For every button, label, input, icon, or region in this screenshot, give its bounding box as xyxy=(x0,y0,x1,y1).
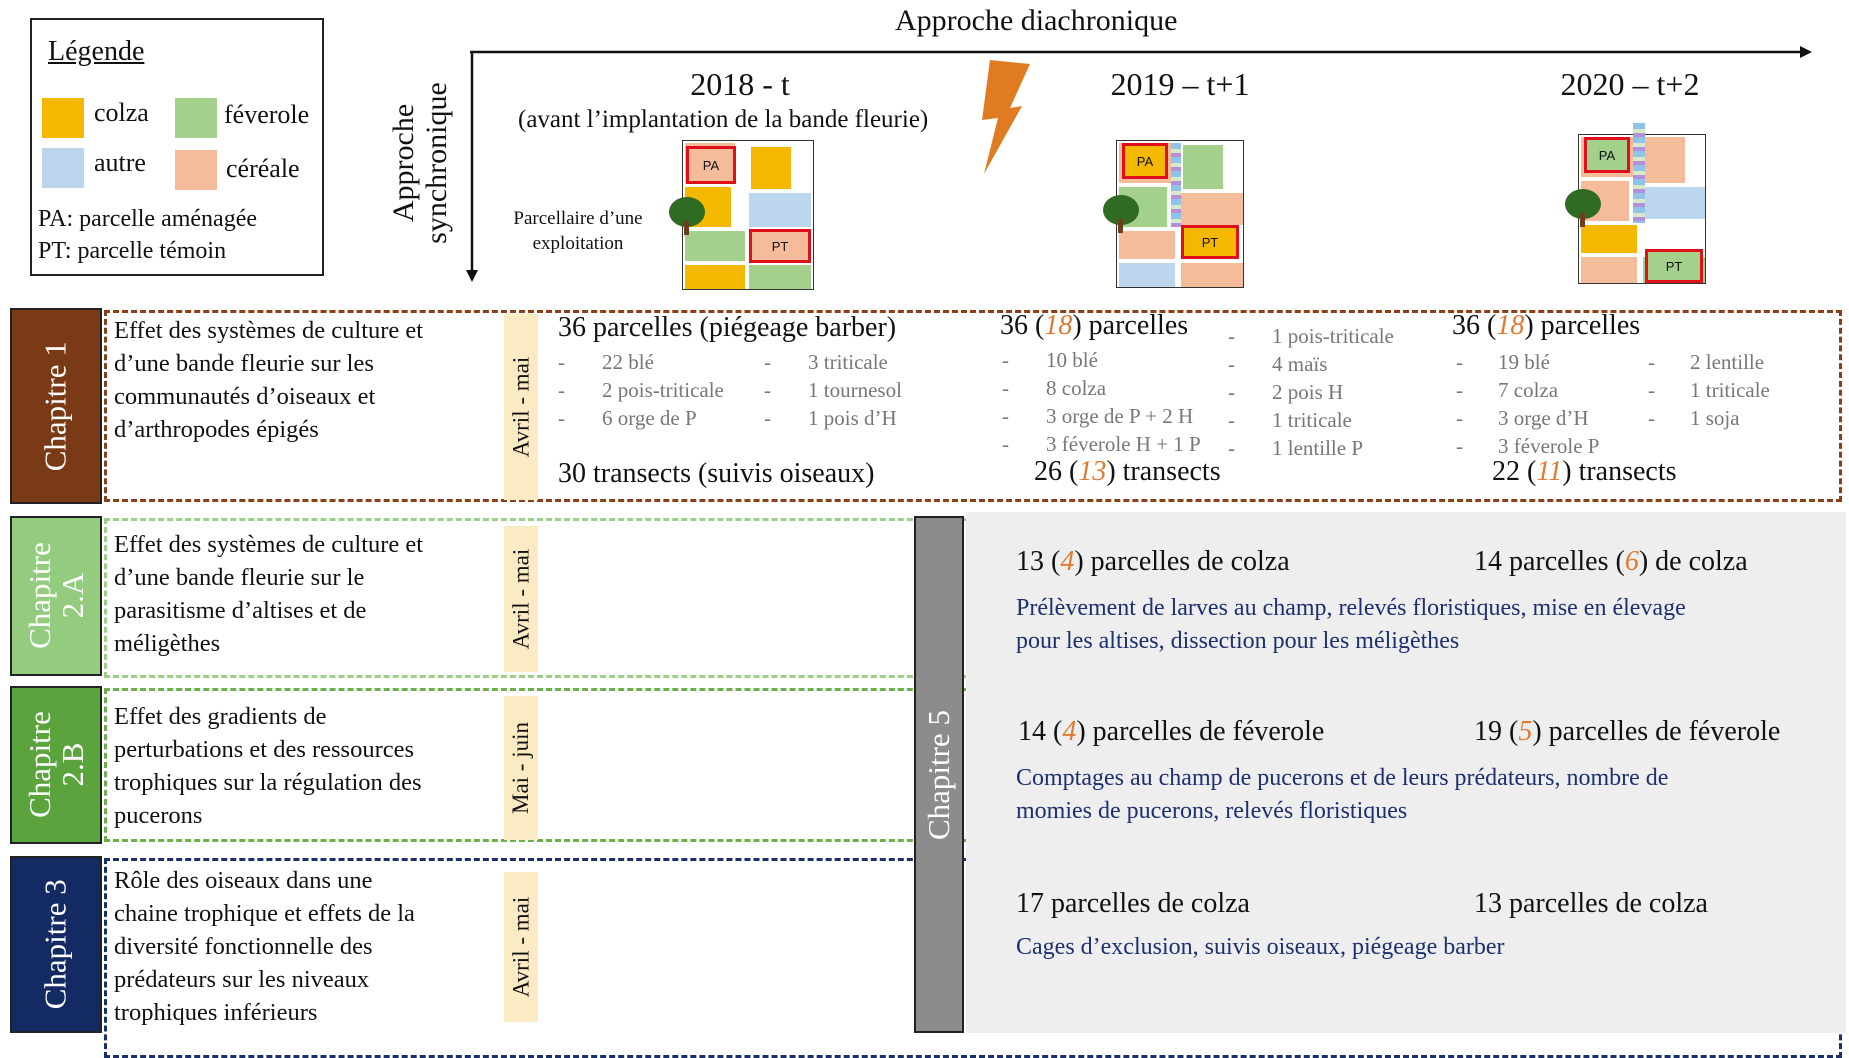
year-2018: 2018 - t xyxy=(690,66,790,102)
legend-box: Légende colza féverole autre céréale PA:… xyxy=(30,18,324,276)
legend-pa-note: PA: parcelle aménagée xyxy=(38,206,258,232)
ch1-2018-col1: -22 blé -2 pois-triticale -6 orge de P xyxy=(558,350,724,430)
farm-map-2018: PA PT xyxy=(669,140,814,290)
legend-label-autre: autre xyxy=(94,148,146,177)
legend-pt-note: PT: parcelle témoin xyxy=(38,238,227,264)
legend-label-feverole: féverole xyxy=(224,100,310,129)
pt-tag: PT xyxy=(749,229,811,263)
chapter-1-description: Effet des systèmes de culture et d’une b… xyxy=(114,317,424,443)
farm-map-2020: PA PT xyxy=(1565,123,1706,284)
ch2b-2020-count: 19 (5) parcelles de féverole xyxy=(1474,716,1781,747)
ch3-2019-count: 17 parcelles de colza xyxy=(1016,888,1250,919)
season-chapter-1: Avril - mai xyxy=(504,314,538,500)
season-chapter-2a: Avril - mai xyxy=(504,526,538,672)
legend-title: Légende xyxy=(48,36,145,67)
legend-swatch-feverole xyxy=(175,98,217,138)
ch2a-2019-count: 13 (4) parcelles de colza xyxy=(1016,546,1290,577)
legend-swatch-colza xyxy=(42,98,84,138)
chapter-2a-description: Effet des systèmes de culture et d’une b… xyxy=(114,531,424,657)
ch1-2019-foot: 26 (13) transects xyxy=(1034,456,1221,487)
ch1-2018-col2: -3 triticale -1 tournesol -1 pois d’H xyxy=(764,350,902,430)
ch1-2019-col1: -10 blé -8 colza -3 orge de P + 2 H -3 f… xyxy=(1002,348,1201,456)
legend-label-cereale: céréale xyxy=(226,154,300,183)
year-2020: 2020 – t+2 xyxy=(1560,66,1700,102)
ch3-methods: Cages d’exclusion, suivis oiseaux, piége… xyxy=(1016,934,1505,960)
chapter-5-label: Chapitre 5 xyxy=(921,709,956,840)
ch1-2020-foot: 22 (11) transects xyxy=(1492,456,1677,487)
synchronic-label: Approche synchronique xyxy=(387,82,453,244)
ch1-2020-head: 36 (18) parcelles xyxy=(1452,310,1641,341)
ch1-2018-foot: 30 transects (suivis oiseaux) xyxy=(558,458,875,489)
ch1-2020-col1: -19 blé -7 colza -3 orge d’H -3 féverole… xyxy=(1456,350,1600,458)
chapter-2b-description: Effet des gradients de perturbations et … xyxy=(114,703,422,829)
pt-tag: PT xyxy=(1181,225,1239,259)
farm-label: Parcellaire d’une exploitation xyxy=(513,208,643,254)
axes-arrows xyxy=(466,46,1812,282)
flower-strip-icon xyxy=(1171,143,1181,227)
chapter-1-tab: Chapitre 1 xyxy=(10,308,102,504)
legend-swatch-autre xyxy=(42,148,84,188)
ch2a-methods: Prélèvement de larves au champ, relevés … xyxy=(1016,595,1686,654)
chapter-5-shade xyxy=(966,512,1846,1033)
pt-tag: PT xyxy=(1645,249,1703,283)
chapter-1-frame xyxy=(104,310,1842,502)
pa-tag: PA xyxy=(1584,137,1630,173)
legend-label-colza: colza xyxy=(94,98,149,127)
ch2b-methods: Comptages au champ de pucerons et de leu… xyxy=(1016,765,1669,824)
pa-tag: PA xyxy=(686,146,736,184)
year-2019: 2019 – t+1 xyxy=(1110,66,1250,102)
flower-strip-icon xyxy=(1633,123,1645,223)
chapter-3-tab: Chapitre 3 xyxy=(10,856,102,1033)
chapter-5-bar: Chapitre 5 xyxy=(914,516,964,1033)
ch1-2019-head: 36 (18) parcelles xyxy=(1000,310,1189,341)
ch1-2019-col2: -1 pois-triticale -4 maïs -2 pois H -1 t… xyxy=(1228,324,1394,460)
ch1-2018-head: 36 parcelles (piégeage barber) xyxy=(558,312,897,343)
season-chapter-3: Avril - mai xyxy=(504,872,538,1022)
legend-swatch-cereale xyxy=(175,150,217,190)
ch2b-2019-count: 14 (4) parcelles de féverole xyxy=(1018,716,1325,747)
season-chapter-2b: Mai - juin xyxy=(504,696,538,840)
ch1-2020-col2: -2 lentille -1 triticale -1 soja xyxy=(1648,350,1770,430)
farm-map-2019: PA PT xyxy=(1103,140,1244,288)
ch2a-2020-count: 14 parcelles (6) de colza xyxy=(1474,546,1748,577)
year-2018-subtitle: (avant l’implantation de la bande fleuri… xyxy=(518,106,929,133)
ch3-2020-count: 13 parcelles de colza xyxy=(1474,888,1708,919)
lightning-icon xyxy=(982,60,1030,174)
diachronic-label: Approche diachronique xyxy=(895,4,1178,37)
chapter-3-description: Rôle des oiseaux dans une chaine trophiq… xyxy=(114,867,415,1026)
pa-tag: PA xyxy=(1122,143,1168,179)
